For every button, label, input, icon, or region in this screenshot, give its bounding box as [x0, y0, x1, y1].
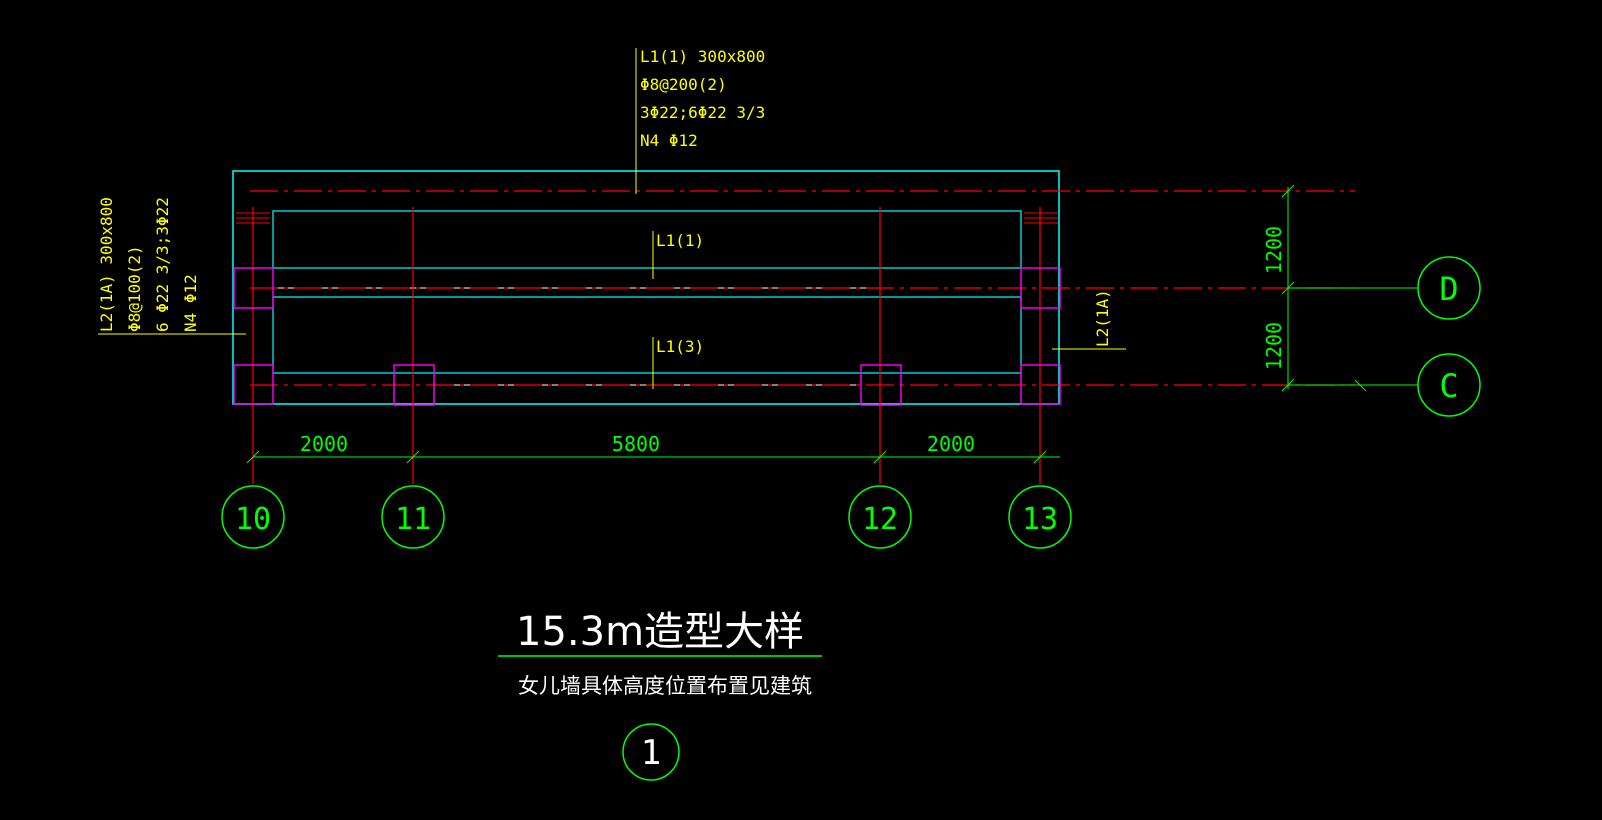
- l1-1-callout-line-2: Φ8@200(2): [640, 75, 727, 94]
- drawing-title: 15.3m造型大样: [516, 609, 804, 655]
- l2-1a-callout-line-3: 6 Φ22 3/3;3Φ22: [153, 197, 172, 332]
- inner-beam-outline-middle: [272, 296, 1022, 374]
- axis-label-12: 12: [862, 502, 898, 537]
- l1-1-callout: L1(1) 300x800 Φ8@200(2) 3Φ22;6Φ22 3/3 N4…: [640, 47, 765, 150]
- vertical-axis-lines: [252, 207, 1041, 484]
- axis-label-10: 10: [235, 502, 271, 537]
- axis-bubbles-horizontal: D C: [1417, 256, 1481, 417]
- l2-1a-callout: L2(1A) 300x800 Φ8@100(2) 6 Φ22 3/3;3Φ22 …: [97, 197, 200, 332]
- l2-1a-callout-line-4: N4 Φ12: [181, 274, 200, 332]
- inner-edge-left: [252, 287, 273, 386]
- axis-label-11: 11: [395, 502, 431, 537]
- axis-label-13: 13: [1022, 502, 1058, 537]
- l2-1a-right-label: L2(1A): [1093, 289, 1112, 347]
- vertical-dimension-labels: 1200 1200: [1262, 226, 1286, 370]
- l2-1a-callout-line-2: Φ8@100(2): [125, 245, 144, 332]
- column-13-c: [1020, 364, 1061, 405]
- l2-1a-callout-line-1: L2(1A) 300x800: [97, 197, 116, 332]
- rebar-ticks: [236, 212, 1058, 224]
- axis-bubble-d: [1417, 256, 1481, 320]
- l1-1-callout-line-1: L1(1) 300x800: [640, 47, 765, 66]
- horizontal-dimension-labels: 2000 5800 2000: [300, 432, 975, 456]
- axis-bubble-13: [1008, 485, 1072, 549]
- vertical-dimension: [1281, 184, 1418, 392]
- dimension-1200-top: 1200: [1262, 226, 1286, 274]
- axis-bubbles-vertical: 10 11 12 13: [221, 485, 1072, 549]
- horizontal-dimension: [246, 450, 1060, 464]
- inner-beam-outline-top: [272, 210, 1022, 269]
- axis-bubble-12: [848, 485, 912, 549]
- dimension-2000-left: 2000: [300, 432, 348, 456]
- detail-number: 1: [641, 733, 661, 773]
- column-13-d: [1020, 267, 1061, 309]
- column-12-c: [860, 364, 902, 406]
- column-10-c: [233, 364, 274, 405]
- columns: [233, 267, 1061, 406]
- l1-1-callout-line-4: N4 Φ12: [640, 131, 698, 150]
- l1-1-callout-line-3: 3Φ22;6Φ22 3/3: [640, 103, 765, 122]
- column-10-d: [233, 267, 274, 309]
- axis-label-c: C: [1439, 367, 1458, 405]
- dimension-1200-bottom: 1200: [1262, 322, 1286, 370]
- l1-1-label: L1(1): [656, 231, 704, 250]
- axis-label-d: D: [1439, 270, 1458, 308]
- l1-3-label: L1(3): [656, 337, 704, 356]
- column-11-c: [393, 364, 435, 406]
- axis-bubble-10: [221, 485, 285, 549]
- dimension-5800: 5800: [612, 432, 660, 456]
- drawing-subtitle: 女儿墙具体高度位置布置见建筑: [518, 674, 812, 698]
- detail-number-bubble: [622, 723, 680, 781]
- dimension-2000-right: 2000: [927, 432, 975, 456]
- axis-bubble-11: [381, 485, 445, 549]
- axis-bubble-c: [1417, 353, 1481, 417]
